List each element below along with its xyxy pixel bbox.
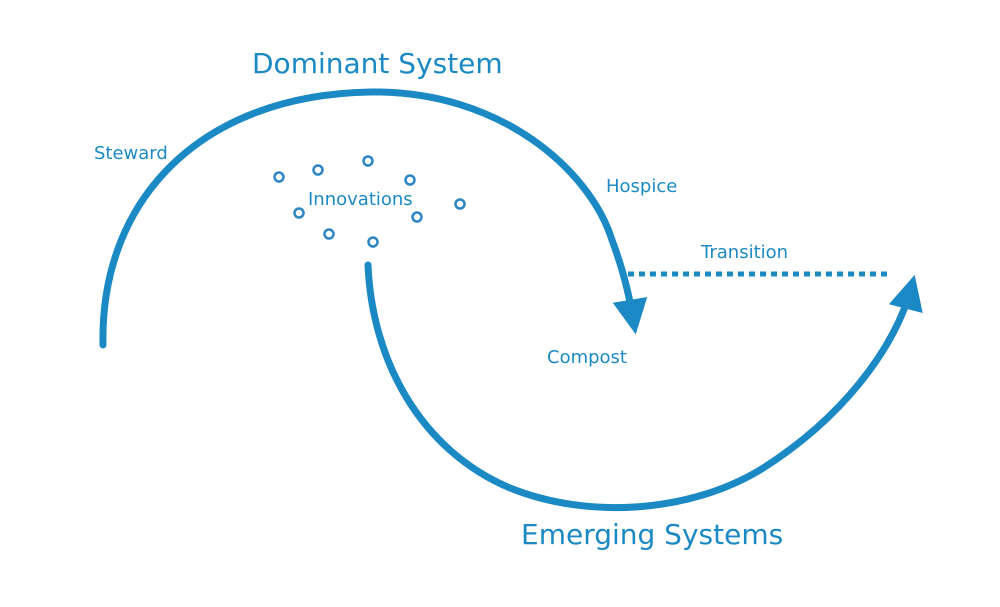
innovation-dot [411, 211, 423, 223]
innovations-label: Innovations [308, 189, 413, 210]
innovation-dot [293, 207, 305, 219]
innovation-dot [454, 198, 466, 210]
compost-label: Compost [547, 347, 627, 368]
innovation-dot [273, 171, 285, 183]
innovation-dot [404, 174, 416, 186]
dominant-system-arc [99, 88, 648, 349]
emerging-systems-arc [364, 261, 923, 512]
innovation-dot [367, 236, 379, 248]
innovation-dots [273, 155, 466, 248]
dominant-system-label: Dominant System [252, 47, 503, 80]
emerging-systems-label: Emerging Systems [521, 518, 783, 551]
hospice-label: Hospice [606, 176, 677, 197]
innovation-dot [323, 228, 335, 240]
innovation-dot [312, 164, 324, 176]
transition-label: Transition [700, 242, 788, 263]
steward-label: Steward [94, 143, 168, 164]
innovation-dot [362, 155, 374, 167]
